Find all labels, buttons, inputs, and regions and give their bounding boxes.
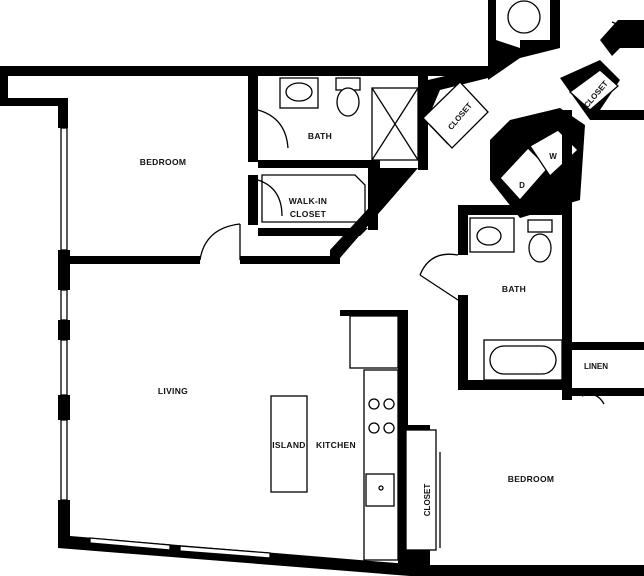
cooktop <box>368 398 395 434</box>
chute-circle <box>507 0 541 34</box>
label-walkin-line1: WALK-IN <box>289 196 327 206</box>
label-bedroom-2: BEDROOM <box>508 474 555 484</box>
corridor-wall-upper <box>428 66 488 118</box>
bottom-windows <box>89 537 271 559</box>
bath2-bottom-wall <box>458 380 572 390</box>
bath2-door-swing[interactable] <box>419 253 459 276</box>
bedroom1-bottom-wall <box>66 256 200 264</box>
kitchen-island <box>270 395 308 493</box>
label-linen: LINEN <box>584 362 608 371</box>
right-inner-wall <box>562 110 572 400</box>
label-washer: W <box>549 152 557 161</box>
kitchen-counter <box>363 369 399 561</box>
linen-bottom-wall <box>572 388 644 396</box>
label-bedroom-1: BEDROOM <box>140 157 187 167</box>
bath1-door-swing[interactable] <box>257 109 289 149</box>
label-island: ISLAND <box>272 440 305 450</box>
bedroom1-right-wall <box>248 72 258 162</box>
left-windows <box>60 127 68 501</box>
label-living: LIVING <box>158 386 188 396</box>
bath1-sink <box>285 82 313 102</box>
bath2-left-wall-lower <box>458 295 468 390</box>
linen-top-wall <box>572 342 644 350</box>
walkin-door-swing[interactable] <box>257 179 283 217</box>
exterior-wall-left <box>0 66 60 106</box>
exterior-wall-bottom <box>58 535 644 576</box>
top-right-wall <box>600 20 644 56</box>
bath1-right-wall <box>418 72 428 170</box>
walkin-right-wall <box>368 168 378 230</box>
bedroom1-right-wall-lower <box>248 175 258 225</box>
bath2-toilet <box>528 233 552 263</box>
closet-lower <box>405 429 437 551</box>
exterior-wall-top <box>0 66 488 80</box>
bath2-sink <box>476 226 502 246</box>
bath1-toilet <box>336 87 360 117</box>
walkin-shelf <box>261 174 366 223</box>
left-wall-segment <box>58 395 70 420</box>
kitchen-top-wall <box>340 310 400 316</box>
label-closet-lower: CLOSET <box>423 484 432 517</box>
label-walkin-line2: CLOSET <box>290 209 327 219</box>
closet-right <box>568 69 619 111</box>
corridor-wall-left <box>330 168 418 258</box>
left-wall-segment <box>58 320 70 340</box>
kitchen-right-wall <box>398 310 408 425</box>
label-kitchen: KITCHEN <box>316 440 356 450</box>
bath2-top-wall <box>458 205 572 215</box>
walkin-bottom-wall <box>258 228 368 236</box>
label-bath-2: BATH <box>502 284 526 294</box>
chute-wall <box>488 0 560 80</box>
label-bath-1: BATH <box>308 131 332 141</box>
left-wall-segment <box>58 500 70 545</box>
bathtub-basin <box>489 345 557 375</box>
bedroom1-door-swing[interactable] <box>199 223 241 261</box>
linen-door-swing[interactable] <box>581 393 605 405</box>
bath1-bottom-wall <box>258 160 380 168</box>
left-wall-segment <box>58 98 68 128</box>
label-dryer: D <box>519 181 525 190</box>
bath2-toilet-tank <box>527 219 553 233</box>
bath2-left-wall <box>458 205 468 255</box>
refrigerator <box>349 315 399 369</box>
bedroom1-bottom-wall-right <box>240 256 340 264</box>
